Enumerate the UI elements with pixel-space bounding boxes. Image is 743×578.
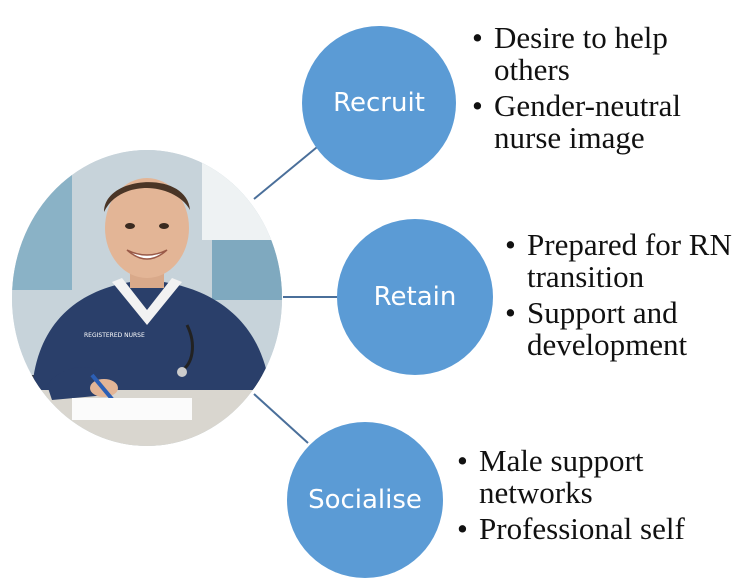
bullet-dot-icon: • xyxy=(457,443,468,478)
connector-socialise xyxy=(253,393,309,444)
bullet-dot-icon: • xyxy=(472,20,483,55)
socialise-bullet-list: •Male support networks •Professional sel… xyxy=(457,445,737,549)
socialise-label: Socialise xyxy=(308,485,422,515)
bullet-item: •Support and development xyxy=(505,295,688,362)
connector-recruit xyxy=(253,142,323,200)
bullet-dot-icon: • xyxy=(505,227,516,262)
retain-bullet-list: •Prepared for RN transition •Support and… xyxy=(505,229,740,365)
retain-label: Retain xyxy=(373,282,457,312)
bullet-dot-icon: • xyxy=(472,88,483,123)
bullet-item: •Desire to help others xyxy=(472,20,668,87)
recruit-circle: Recruit xyxy=(302,26,456,180)
bullet-item: •Gender-neutral nurse image xyxy=(472,88,681,155)
badge-text: REGISTERED NURSE xyxy=(84,332,145,339)
retain-circle: Retain xyxy=(337,219,493,375)
bullet-dot-icon: • xyxy=(457,511,468,546)
bullet-item: •Male support networks xyxy=(457,443,644,510)
bullet-item: •Professional self xyxy=(457,511,685,546)
nurse-photo: REGISTERED NURSE xyxy=(12,150,282,446)
socialise-circle: Socialise xyxy=(287,422,443,578)
recruit-bullet-list: •Desire to help others •Gender-neutral n… xyxy=(472,22,722,158)
recruit-label: Recruit xyxy=(333,88,425,118)
bullet-item: •Prepared for RN transition xyxy=(505,227,732,294)
nurse-photo-illustration: REGISTERED NURSE xyxy=(12,150,282,446)
bullet-dot-icon: • xyxy=(505,295,516,330)
